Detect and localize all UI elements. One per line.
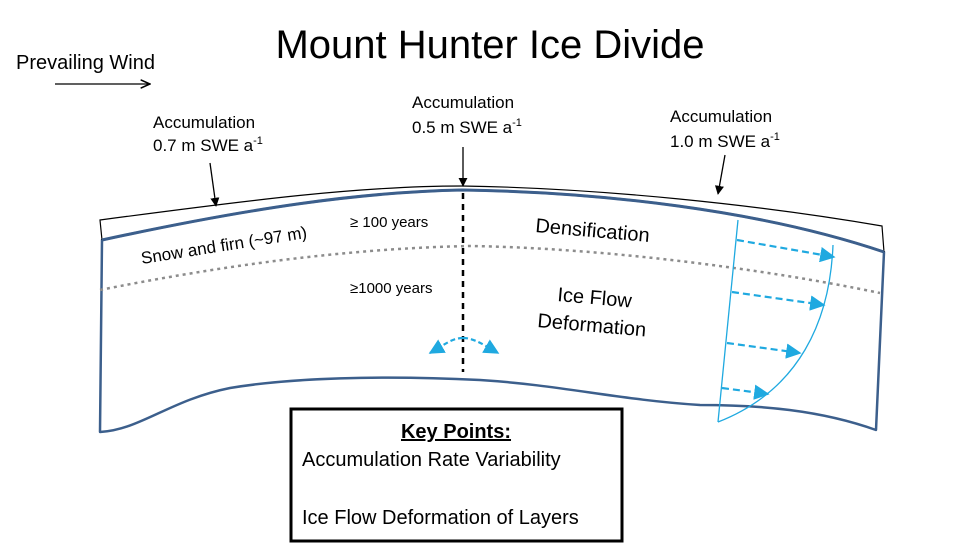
- dashed-arrow-icon: [428, 336, 464, 354]
- key-points-title: Key Points:: [401, 421, 511, 443]
- dashed-arrow-icon: [462, 336, 500, 354]
- firn-ice-boundary: [99, 244, 881, 295]
- age-upper-label: ≥ 100 years: [350, 214, 428, 231]
- accumulation-left-rate: 0.7 m SWE a-1: [153, 135, 263, 155]
- key-point-item: Accumulation Rate Variability: [302, 449, 561, 471]
- page-title: Mount Hunter Ice Divide: [275, 23, 704, 67]
- accumulation-right-label: Accumulation: [670, 107, 772, 126]
- down-arrow-icon: [209, 162, 220, 207]
- down-arrow-icon: [714, 154, 726, 195]
- glacier-body: [98, 188, 886, 434]
- dashed-arrow-icon: [731, 290, 826, 311]
- dashed-arrow-icon: [721, 384, 770, 400]
- accumulation-left: Accumulation 0.7 m SWE a-1: [153, 113, 263, 155]
- velocity-profile-curve: [717, 244, 834, 423]
- glacier-top-edge: [101, 188, 885, 254]
- dashed-arrow-icon: [726, 341, 802, 359]
- dashed-arrow-icon: [736, 238, 836, 263]
- key-points-box: Key Points: Accumulation Rate Variabilit…: [289, 407, 624, 543]
- accumulation-left-label: Accumulation: [153, 113, 255, 132]
- age-lower-label: ≥1000 years: [350, 280, 432, 297]
- accumulation-center-rate: 0.5 m SWE a-1: [412, 117, 522, 137]
- key-point-item: Ice Flow Deformation of Layers: [302, 507, 579, 529]
- accumulation-right: Accumulation 1.0 m SWE a-1: [670, 107, 780, 151]
- prevailing-wind-label: Prevailing Wind: [16, 52, 155, 74]
- accumulation-center-label: Accumulation: [412, 93, 514, 112]
- accumulation-center: Accumulation 0.5 m SWE a-1: [412, 93, 522, 137]
- velocity-profile-axis: [717, 219, 739, 423]
- accumulation-right-rate: 1.0 m SWE a-1: [670, 131, 780, 151]
